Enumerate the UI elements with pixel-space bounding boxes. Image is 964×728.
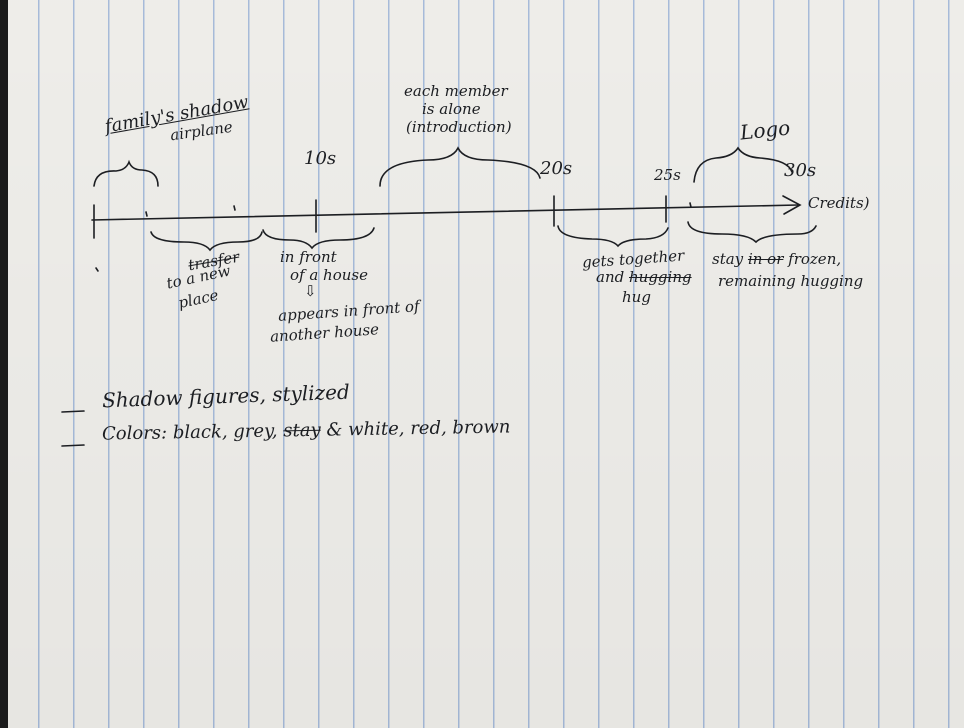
bullet-dash-1 xyxy=(61,410,85,413)
tick-dot-2 xyxy=(233,205,236,211)
intro-line-1: each member xyxy=(404,82,508,100)
tick-dot-1 xyxy=(145,211,148,217)
notebook-page: family's shadow airplane 10s 20s 25s 30s… xyxy=(8,0,964,728)
timeline-arrowhead xyxy=(782,195,802,215)
label-10s: 10s xyxy=(304,148,337,169)
timeline-drawing xyxy=(61,146,817,447)
house-line-2: of a house xyxy=(290,266,368,284)
brace-logo xyxy=(693,146,793,183)
intro-line-3: (introduction) xyxy=(406,118,512,136)
brace-transfer xyxy=(150,231,263,252)
brace-together xyxy=(557,225,669,248)
brace-intro xyxy=(379,146,541,187)
house-arrow-icon: ⇩ xyxy=(304,282,317,300)
label-credits: Credits) xyxy=(808,194,870,212)
intro-line-2: is alone xyxy=(422,100,481,118)
brace-house xyxy=(262,227,375,250)
timeline-axis xyxy=(91,204,799,221)
label-25s: 25s xyxy=(654,166,681,184)
house-line-1: in front xyxy=(280,248,337,266)
label-30s: 30s xyxy=(784,160,817,181)
brace-stay xyxy=(687,221,817,244)
bullet-dash-2 xyxy=(61,444,85,447)
stay-line-2: remaining hugging xyxy=(718,272,864,290)
together-line-2: and hugging xyxy=(596,268,692,286)
stay-line-1: stay in or frozen, xyxy=(712,250,842,268)
brace-airplane xyxy=(93,159,159,187)
stray-mark xyxy=(95,267,99,272)
tick-dot-3 xyxy=(689,202,692,208)
label-20s: 20s xyxy=(540,158,573,179)
together-line-3: hug xyxy=(622,288,651,306)
